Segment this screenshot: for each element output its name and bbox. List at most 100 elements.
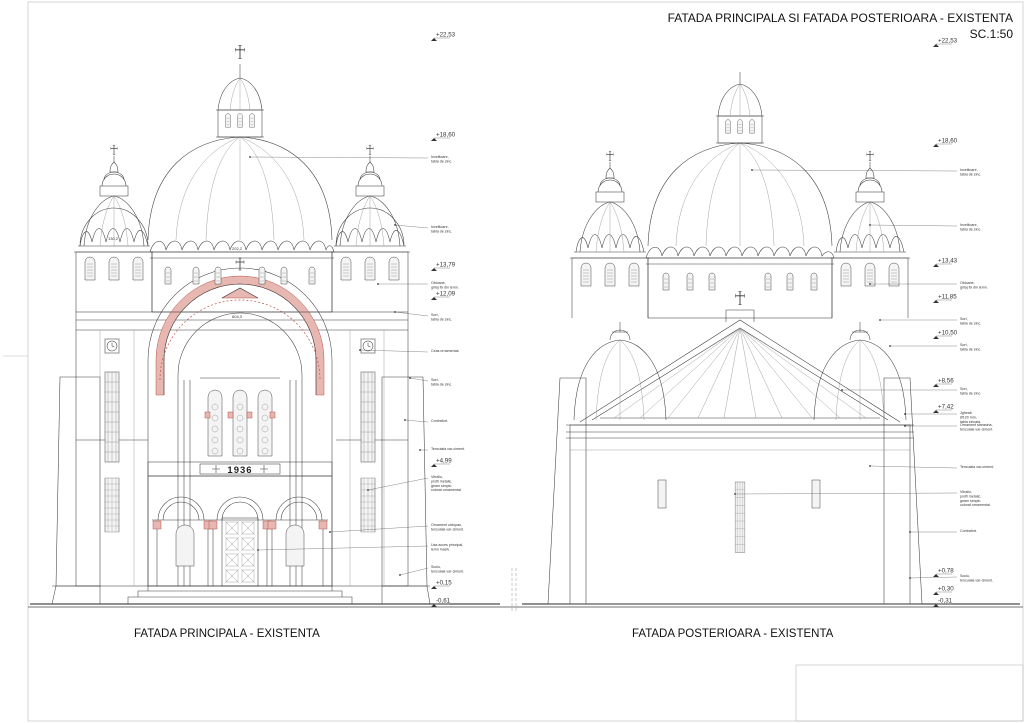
front-leader-dot [419,449,421,451]
sheet-title: FATADA PRINCIPALA SI FATADA POSTERIOARA … [668,11,1013,25]
front-annotation-text: lemn masiv. [431,547,450,551]
rear-level-marker [933,574,939,577]
rear-leader-dot [904,413,906,415]
front-level-marker [431,586,437,589]
rear-level-marker [933,44,939,47]
front-annotation-text: tabla de zinc. [431,317,452,321]
rear-elevation-caption: FATADA POSTERIOARA - EXISTENTA [632,628,834,640]
rear-leader-line [869,465,958,469]
rear-leader-dot [734,493,736,495]
rear-level-label: +18,60 [938,138,958,145]
front-annotation-text: Vitraliu, [431,475,443,479]
front-level-label: +22,53 [436,32,456,39]
front-dim-tower: 130,2 [108,236,119,241]
front-leader-line [249,156,429,159]
front-leader-dot [257,549,259,551]
rear-level-marker [933,604,939,607]
front-annotation-text: Tencuiala var-ciment. [431,447,465,451]
front-annotation-text: Sort, [431,378,439,382]
rear-level-label: +8,56 [938,378,954,385]
rear-annotation-text: tabla de zinc. [960,172,981,176]
front-annotation-text: Obloane, [431,281,446,285]
front-annotation-text: Ornament ciclopan, [431,523,462,527]
rear-annotation-text: Jgheab [960,411,972,415]
front-leader-dot [404,419,406,421]
front-annotation-text: tabla de zinc. [431,229,452,233]
front-leader-dot [409,377,411,379]
rear-leader-line [909,576,958,579]
front-level-marker [431,297,437,300]
rear-level-label: +0,30 [938,586,954,593]
front-annotation-text: Soclu, [431,565,441,569]
rear-annotation-text: profil metalic, [960,494,981,498]
front-leader-dot [394,224,396,226]
front-annotation-text: grilaj fix din lemn. [431,285,459,289]
front-leader-dot [249,156,251,158]
rear-annotation-text: geam simplu [960,499,980,503]
front-annotation-text: Invelitoare, [431,225,449,229]
front-dim-drum: 202,2 [232,246,243,251]
front-annotation-text: Invelitoare, [431,155,449,159]
rear-elevation [522,72,1020,605]
rear-level-label: +10,50 [938,330,958,337]
rear-annotation-text: Invelitoare, [960,223,978,227]
front-leader-dot [399,574,401,576]
rear-level-marker [933,410,939,413]
rear-leader-line [734,492,958,495]
rear-leader-dot [869,465,871,467]
front-leader-line [257,545,429,551]
front-annotation-text: tabla de zinc. [431,159,452,163]
front-leader-dot [394,311,396,313]
rear-annotation-text: colorat ornamental. [960,503,991,507]
front-annotation-text: Contrafort. [431,419,448,423]
rear-level-label: +7,42 [938,404,954,411]
front-annotation-text: Ceas ornamental. [431,349,459,353]
rear-annotation-text: grilaj fix din lemn. [960,285,988,289]
rear-leader-dot [904,425,906,427]
rear-level-marker [933,384,939,387]
front-annotation-text: profil metalic, [431,479,452,483]
rear-annotation-text: Invelitoare, [960,168,978,172]
rear-level-marker [933,336,939,339]
front-level-label: +4,99 [436,458,452,465]
front-annotation-text: Usa acces principal, [431,543,463,547]
front-leader-dot [329,531,331,533]
rear-level-label: +0,78 [938,568,954,575]
rear-leader-dot [869,283,871,285]
rear-annotation-text: tencuiala var-ciment. [960,427,993,431]
rear-level-label: +11,85 [938,294,957,301]
rear-annotation-text: Tencuiala var-ciment. [960,465,994,469]
front-annotation-text: tencuiala var-ciment. [431,569,464,573]
front-elevation-caption: FATADA PRINCIPALA - EXISTENTA [134,628,320,640]
rear-annotation-text: tabla zincata. [960,420,981,424]
rear-annotation-text: tencuiala var-ciment. [960,578,993,582]
front-dim-arch: 604,3 [232,314,243,319]
front-leader-line [394,224,429,229]
front-level-label: +13,79 [436,262,456,269]
rear-annotation-text: Sort, [960,317,968,321]
rear-level-marker [933,592,939,595]
rear-level-markers: +22,53+18,60+13,43+11,85+10,50+8,56+7,42… [734,38,994,607]
front-level-marker [431,464,437,467]
sheet-frame [3,1,1024,722]
front-level-marker [431,138,437,141]
sheet-scale: SC.1:50 [970,27,1014,41]
front-annotation-text: tencuiala var-ciment. [431,527,464,531]
rear-annotation-text: Sort, [960,343,968,347]
front-annotation-text: colorat ornamental. [431,488,462,492]
front-annotation-text: tabla de zinc. [431,382,452,386]
rear-level-label: +13,43 [938,258,958,265]
rear-annotation-text: Obloane, [960,281,975,285]
rear-annotation-text: tabla de zinc. [960,321,981,325]
front-level-marker [431,604,437,607]
rear-annotation-text: tabla de zinc. [960,227,981,231]
rear-level-marker [933,144,939,147]
front-leader-line [394,311,429,317]
front-level-marker [431,268,437,271]
front-leader-line [359,349,429,353]
front-level-label: +0,15 [436,580,452,587]
rear-level-label: -0,31 [938,598,953,605]
front-leader-dot [377,283,379,285]
rear-leader-dot [879,319,881,321]
front-leader-line [367,477,429,491]
